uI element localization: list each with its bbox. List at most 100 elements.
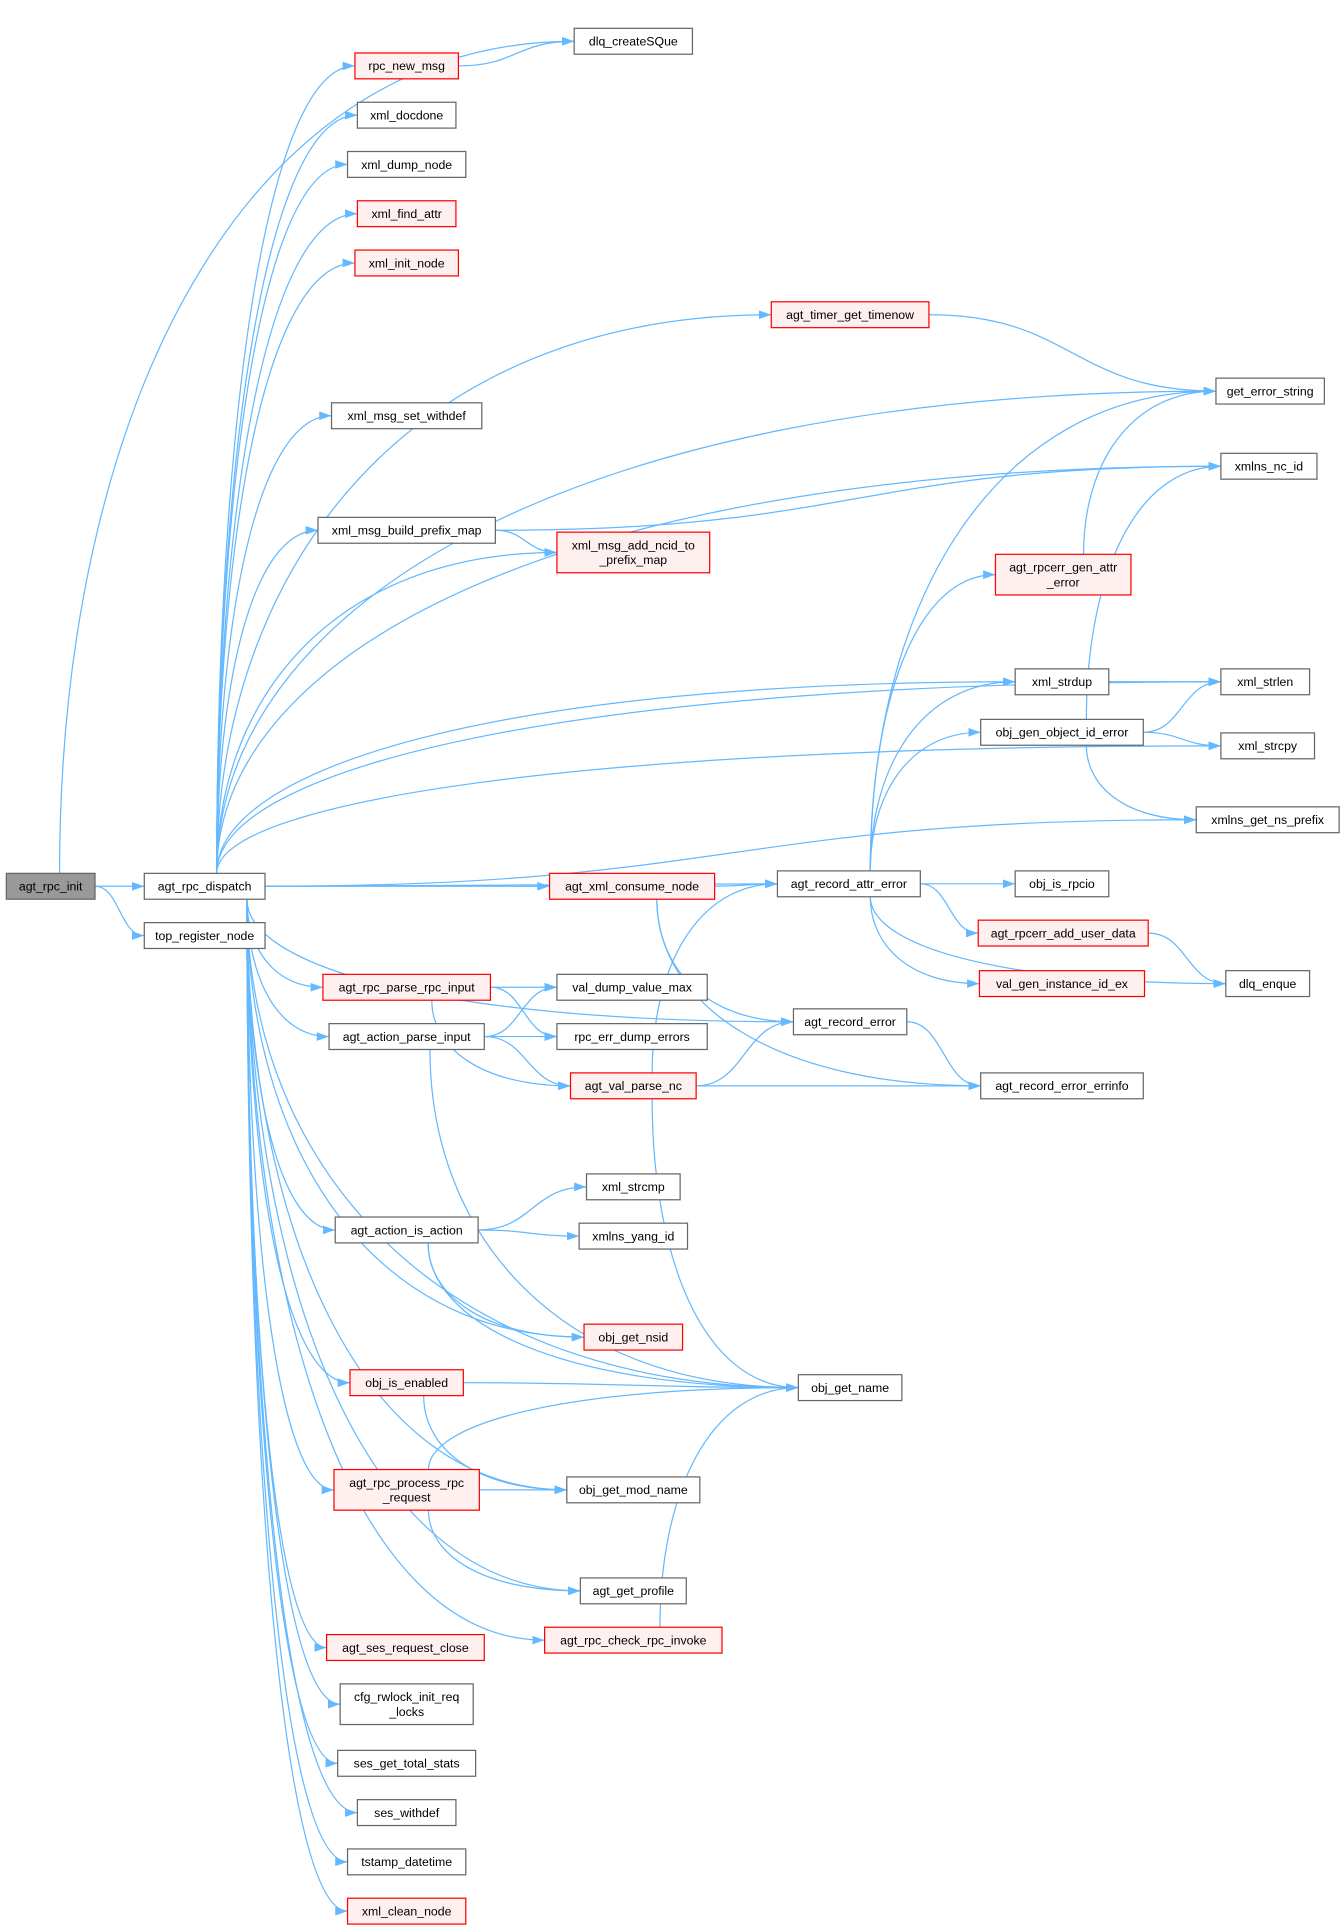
node-box: [578, 1222, 689, 1250]
node-label: xml_strcpy: [1238, 739, 1298, 753]
node-rpc-new-msg[interactable]: rpc_new_msg: [354, 52, 460, 80]
node-box: [977, 919, 1149, 947]
node-agt-rpc-parse-rpc-input[interactable]: agt_rpc_parse_rpc_input: [322, 973, 492, 1001]
node-label: _request: [382, 1491, 431, 1505]
node-agt-rpc-check-rpc-invoke[interactable]: agt_rpc_check_rpc_invoke: [544, 1626, 723, 1654]
node-agt-get-profile[interactable]: agt_get_profile: [579, 1577, 687, 1605]
node-xml-msg-set-withdef[interactable]: xml_msg_set_withdef: [330, 402, 483, 430]
node-box: [566, 1476, 701, 1504]
node-agt-record-error-errinfo[interactable]: agt_record_error_errinfo: [980, 1072, 1144, 1100]
node-obj-gen-object-id-error[interactable]: obj_gen_object_id_error: [980, 718, 1144, 746]
node-xmlns-get-ns-prefix[interactable]: xmlns_get_ns_prefix: [1195, 806, 1340, 834]
call-edge: [431, 1000, 571, 1091]
node-box: [339, 1683, 474, 1726]
call-edge: [495, 529, 557, 557]
call-edge: [216, 741, 1221, 874]
call-edge: [906, 1021, 981, 1091]
node-agt-action-parse-input[interactable]: agt_action_parse_input: [328, 1023, 485, 1051]
node-label: agt_record_error: [804, 1015, 896, 1029]
node-val-dump-value-max[interactable]: val_dump_value_max: [556, 973, 708, 1001]
node-agt-record-error[interactable]: agt_record_error: [792, 1008, 908, 1036]
call-edge: [58, 36, 575, 874]
call-edge: [246, 899, 567, 1495]
call-edge: [458, 36, 575, 67]
node-label: agt_rpc_check_rpc_invoke: [560, 1633, 706, 1647]
node-box: [556, 1023, 708, 1051]
call-edge: [495, 461, 1221, 531]
node-xml-strcpy[interactable]: xml_strcpy: [1220, 732, 1316, 760]
node-obj-is-enabled[interactable]: obj_is_enabled: [349, 1369, 464, 1397]
node-label: xmlns_get_ns_prefix: [1211, 813, 1325, 827]
node-box: [978, 970, 1146, 998]
node-xml-dump-node[interactable]: xml_dump_node: [346, 150, 467, 178]
node-label: cfg_rwlock_init_req: [354, 1690, 459, 1704]
node-agt-rpc-process-rpc-request[interactable]: agt_rpc_process_rpc_request: [333, 1468, 480, 1511]
call-edge: [696, 1017, 794, 1087]
node-box: [1195, 806, 1340, 834]
node-box: [356, 1799, 457, 1827]
node-xmlns-yang-id[interactable]: xmlns_yang_id: [578, 1222, 689, 1250]
node-agt-rpcerr-add-user-data[interactable]: agt_rpcerr_add_user_data: [977, 919, 1149, 947]
node-tstamp-datetime[interactable]: tstamp_datetime: [346, 1848, 467, 1876]
node-label: agt_timer_get_timenow: [786, 308, 914, 322]
node-cfg-rwlock-init-req-locks[interactable]: cfg_rwlock_init_req_locks: [339, 1683, 474, 1726]
node-obj-get-nsid[interactable]: obj_get_nsid: [583, 1323, 684, 1351]
node-label: xml_msg_build_prefix_map: [332, 524, 482, 538]
node-val-gen-instance-id-ex[interactable]: val_gen_instance_id_ex: [978, 970, 1146, 998]
call-edge: [216, 310, 772, 874]
node-obj-is-rpcio[interactable]: obj_is_rpcio: [1014, 870, 1110, 898]
node-rpc-err-dump-errors[interactable]: rpc_err_dump_errors: [556, 1023, 708, 1051]
node-xml-find-attr[interactable]: xml_find_attr: [356, 200, 457, 228]
call-edge: [478, 1229, 580, 1241]
node-dlq-enque[interactable]: dlq_enque: [1225, 970, 1311, 998]
node-agt-rpc-init[interactable]: agt_rpc_init: [5, 872, 96, 900]
call-edge: [246, 899, 581, 1596]
node-ses-get-total-stats[interactable]: ses_get_total_stats: [337, 1749, 477, 1777]
node-xml-msg-build-prefix-map[interactable]: xml_msg_build_prefix_map: [317, 516, 496, 544]
node-box: [548, 872, 716, 900]
node-xml-strdup[interactable]: xml_strdup: [1014, 668, 1110, 696]
node-box: [573, 27, 694, 55]
node-agt-timer-get-timenow[interactable]: agt_timer_get_timenow: [770, 301, 930, 329]
node-dlq-createsque[interactable]: dlq_createSQue: [573, 27, 694, 55]
call-edge: [869, 677, 1016, 871]
node-xmlns-nc-id[interactable]: xmlns_nc_id: [1220, 452, 1318, 480]
node-xml-strcmp[interactable]: xml_strcmp: [585, 1173, 681, 1201]
node-obj-get-name[interactable]: obj_get_name: [797, 1374, 903, 1402]
node-agt-ses-request-close[interactable]: agt_ses_request_close: [325, 1633, 485, 1662]
node-agt-record-attr-error[interactable]: agt_record_attr_error: [776, 870, 921, 898]
node-box: [328, 1023, 485, 1051]
node-get-error-string[interactable]: get_error_string: [1215, 377, 1325, 405]
node-box: [349, 1369, 464, 1397]
node-label: get_error_string: [1227, 384, 1314, 398]
node-box: [325, 1633, 485, 1662]
node-top-register-node[interactable]: top_register_node: [143, 922, 266, 950]
node-box: [585, 1173, 681, 1201]
node-xml-init-node[interactable]: xml_init_node: [354, 249, 460, 277]
call-edge: [427, 1242, 585, 1342]
node-label: agt_rpc_process_rpc: [349, 1476, 464, 1490]
node-label: agt_record_attr_error: [791, 877, 907, 891]
node-xml-strlen[interactable]: xml_strlen: [1220, 668, 1311, 696]
node-agt-val-parse-nc[interactable]: agt_val_parse_nc: [569, 1072, 697, 1100]
node-label: xmlns_nc_id: [1235, 460, 1304, 474]
node-label: _error: [1046, 575, 1080, 589]
call-edge: [427, 1510, 581, 1596]
node-agt-action-is-action[interactable]: agt_action_is_action: [334, 1216, 479, 1244]
node-label: xml_msg_add_ncid_to: [572, 538, 695, 552]
node-agt-rpcerr-gen-attr-error[interactable]: agt_rpcerr_gen_attr_error: [994, 553, 1132, 596]
node-box: [333, 1468, 480, 1511]
node-xml-docdone[interactable]: xml_docdone: [356, 101, 457, 129]
node-xml-msg-add-ncid-to-prefix-map[interactable]: xml_msg_add_ncid_to_prefix_map: [556, 531, 711, 574]
node-box: [143, 872, 266, 900]
call-edge: [1148, 932, 1226, 988]
node-label: agt_action_is_action: [351, 1223, 463, 1237]
node-agt-rpc-dispatch[interactable]: agt_rpc_dispatch: [143, 872, 266, 900]
node-xml-clean-node[interactable]: xml_clean_node: [346, 1897, 467, 1925]
node-agt-xml-consume-node[interactable]: agt_xml_consume_node: [548, 872, 716, 900]
node-ses-withdef[interactable]: ses_withdef: [356, 1799, 457, 1827]
node-box: [583, 1323, 684, 1351]
node-box: [354, 249, 460, 277]
node-obj-get-mod-name[interactable]: obj_get_mod_name: [566, 1476, 701, 1504]
node-box: [980, 1072, 1144, 1100]
